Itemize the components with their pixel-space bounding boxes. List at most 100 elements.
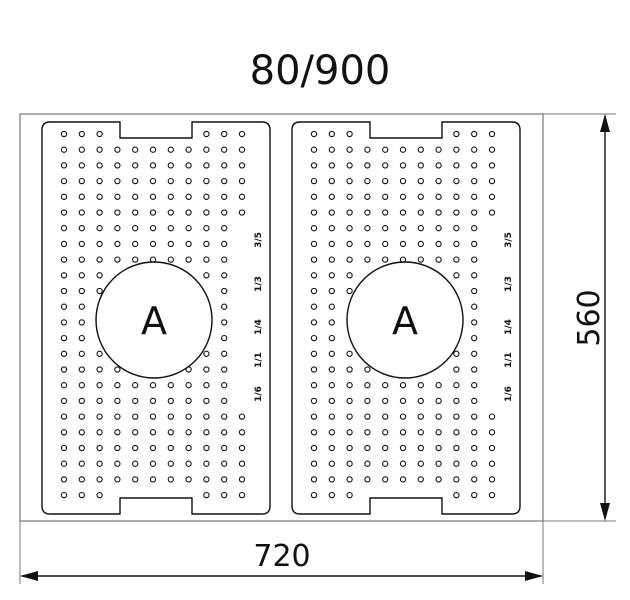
- drain-hole: [328, 429, 335, 436]
- drain-hole: [399, 240, 407, 248]
- drain-hole: [417, 460, 424, 467]
- drain-hole: [364, 256, 371, 263]
- drain-hole: [203, 146, 210, 153]
- drain-hole: [167, 413, 174, 420]
- drain-hole: [185, 146, 192, 153]
- drain-hole: [310, 319, 318, 326]
- drain-hole: [310, 303, 318, 310]
- drain-hole: [471, 272, 478, 279]
- arrow-head: [20, 571, 38, 581]
- drain-hole: [346, 146, 353, 153]
- drain-hole: [328, 130, 335, 138]
- drain-hole: [328, 287, 335, 295]
- drain-hole: [453, 460, 460, 467]
- drain-hole: [96, 209, 103, 216]
- drain-hole: [149, 193, 157, 200]
- drain-hole: [203, 130, 210, 138]
- drain-hole: [471, 350, 478, 357]
- drain-hole: [328, 225, 335, 232]
- side-label: 1/4: [504, 319, 514, 335]
- drain-hole: [488, 444, 496, 452]
- arrow-head: [525, 571, 543, 581]
- drain-hole: [132, 382, 139, 389]
- arrow-head: [600, 114, 610, 132]
- drain-hole: [132, 476, 139, 483]
- drain-hole: [346, 491, 353, 499]
- drain-hole: [96, 146, 103, 153]
- drain-hole: [132, 225, 139, 232]
- drain-hole: [149, 209, 157, 216]
- drain-hole: [60, 287, 68, 295]
- drain-hole: [221, 429, 228, 436]
- drain-hole: [471, 287, 478, 295]
- drain-hole: [60, 146, 68, 153]
- drain-hole: [435, 413, 442, 420]
- drain-hole: [96, 413, 103, 420]
- drain-hole: [96, 162, 103, 169]
- drain-hole: [185, 209, 192, 216]
- drain-hole: [488, 193, 496, 200]
- drain-hole: [60, 162, 68, 169]
- drain-hole: [471, 177, 478, 185]
- drain-hole: [453, 444, 460, 452]
- drain-hole: [310, 130, 318, 138]
- basin-outline: [291, 121, 521, 515]
- drain-hole: [238, 193, 246, 200]
- drain-hole: [310, 397, 318, 405]
- drain-hole: [60, 209, 68, 216]
- drain-hole: [453, 225, 460, 232]
- drain-hole: [96, 225, 103, 232]
- drain-hole: [364, 209, 371, 216]
- drain-hole: [346, 382, 353, 389]
- drain-hole: [114, 382, 121, 389]
- drain-hole: [453, 146, 460, 153]
- drain-hole: [399, 476, 407, 483]
- drain-hole: [78, 272, 85, 279]
- side-label: 1/4: [254, 319, 264, 335]
- zone-label: A: [392, 299, 418, 343]
- drain-hole: [453, 382, 460, 389]
- drain-hole: [435, 240, 442, 248]
- drain-hole: [221, 397, 228, 405]
- drain-hole: [382, 397, 389, 405]
- drain-hole: [435, 444, 442, 452]
- drain-hole: [60, 382, 68, 389]
- drain-hole: [78, 287, 85, 295]
- drain-hole: [364, 429, 371, 436]
- drain-hole: [60, 397, 68, 405]
- drain-hole: [238, 444, 246, 452]
- drain-hole: [78, 413, 85, 420]
- drain-hole: [310, 350, 318, 357]
- drain-hole: [185, 429, 192, 436]
- drain-hole: [364, 444, 371, 452]
- drain-hole: [149, 382, 157, 389]
- drain-hole: [238, 413, 246, 420]
- drain-hole: [488, 413, 496, 420]
- drain-hole: [221, 460, 228, 467]
- drain-hole: [435, 209, 442, 216]
- drain-hole: [167, 240, 174, 248]
- drain-hole: [203, 491, 210, 499]
- drain-hole: [471, 209, 478, 216]
- drain-hole: [310, 177, 318, 185]
- drain-hole: [78, 130, 85, 138]
- drain-hole: [346, 225, 353, 232]
- drain-hole: [346, 209, 353, 216]
- drain-hole: [328, 334, 335, 342]
- drain-hole: [221, 272, 228, 279]
- drain-hole: [435, 146, 442, 153]
- drain-hole: [185, 240, 192, 248]
- drain-hole: [96, 397, 103, 405]
- drain-hole: [167, 429, 174, 436]
- drain-hole: [78, 382, 85, 389]
- drain-hole: [417, 256, 424, 263]
- drain-hole: [149, 240, 157, 248]
- drain-hole: [417, 429, 424, 436]
- drain-hole: [471, 476, 478, 483]
- drain-hole: [364, 460, 371, 467]
- drain-hole: [78, 303, 85, 310]
- drain-hole: [346, 366, 353, 373]
- drain-hole: [132, 413, 139, 420]
- drain-hole: [167, 382, 174, 389]
- drain-hole: [382, 460, 389, 467]
